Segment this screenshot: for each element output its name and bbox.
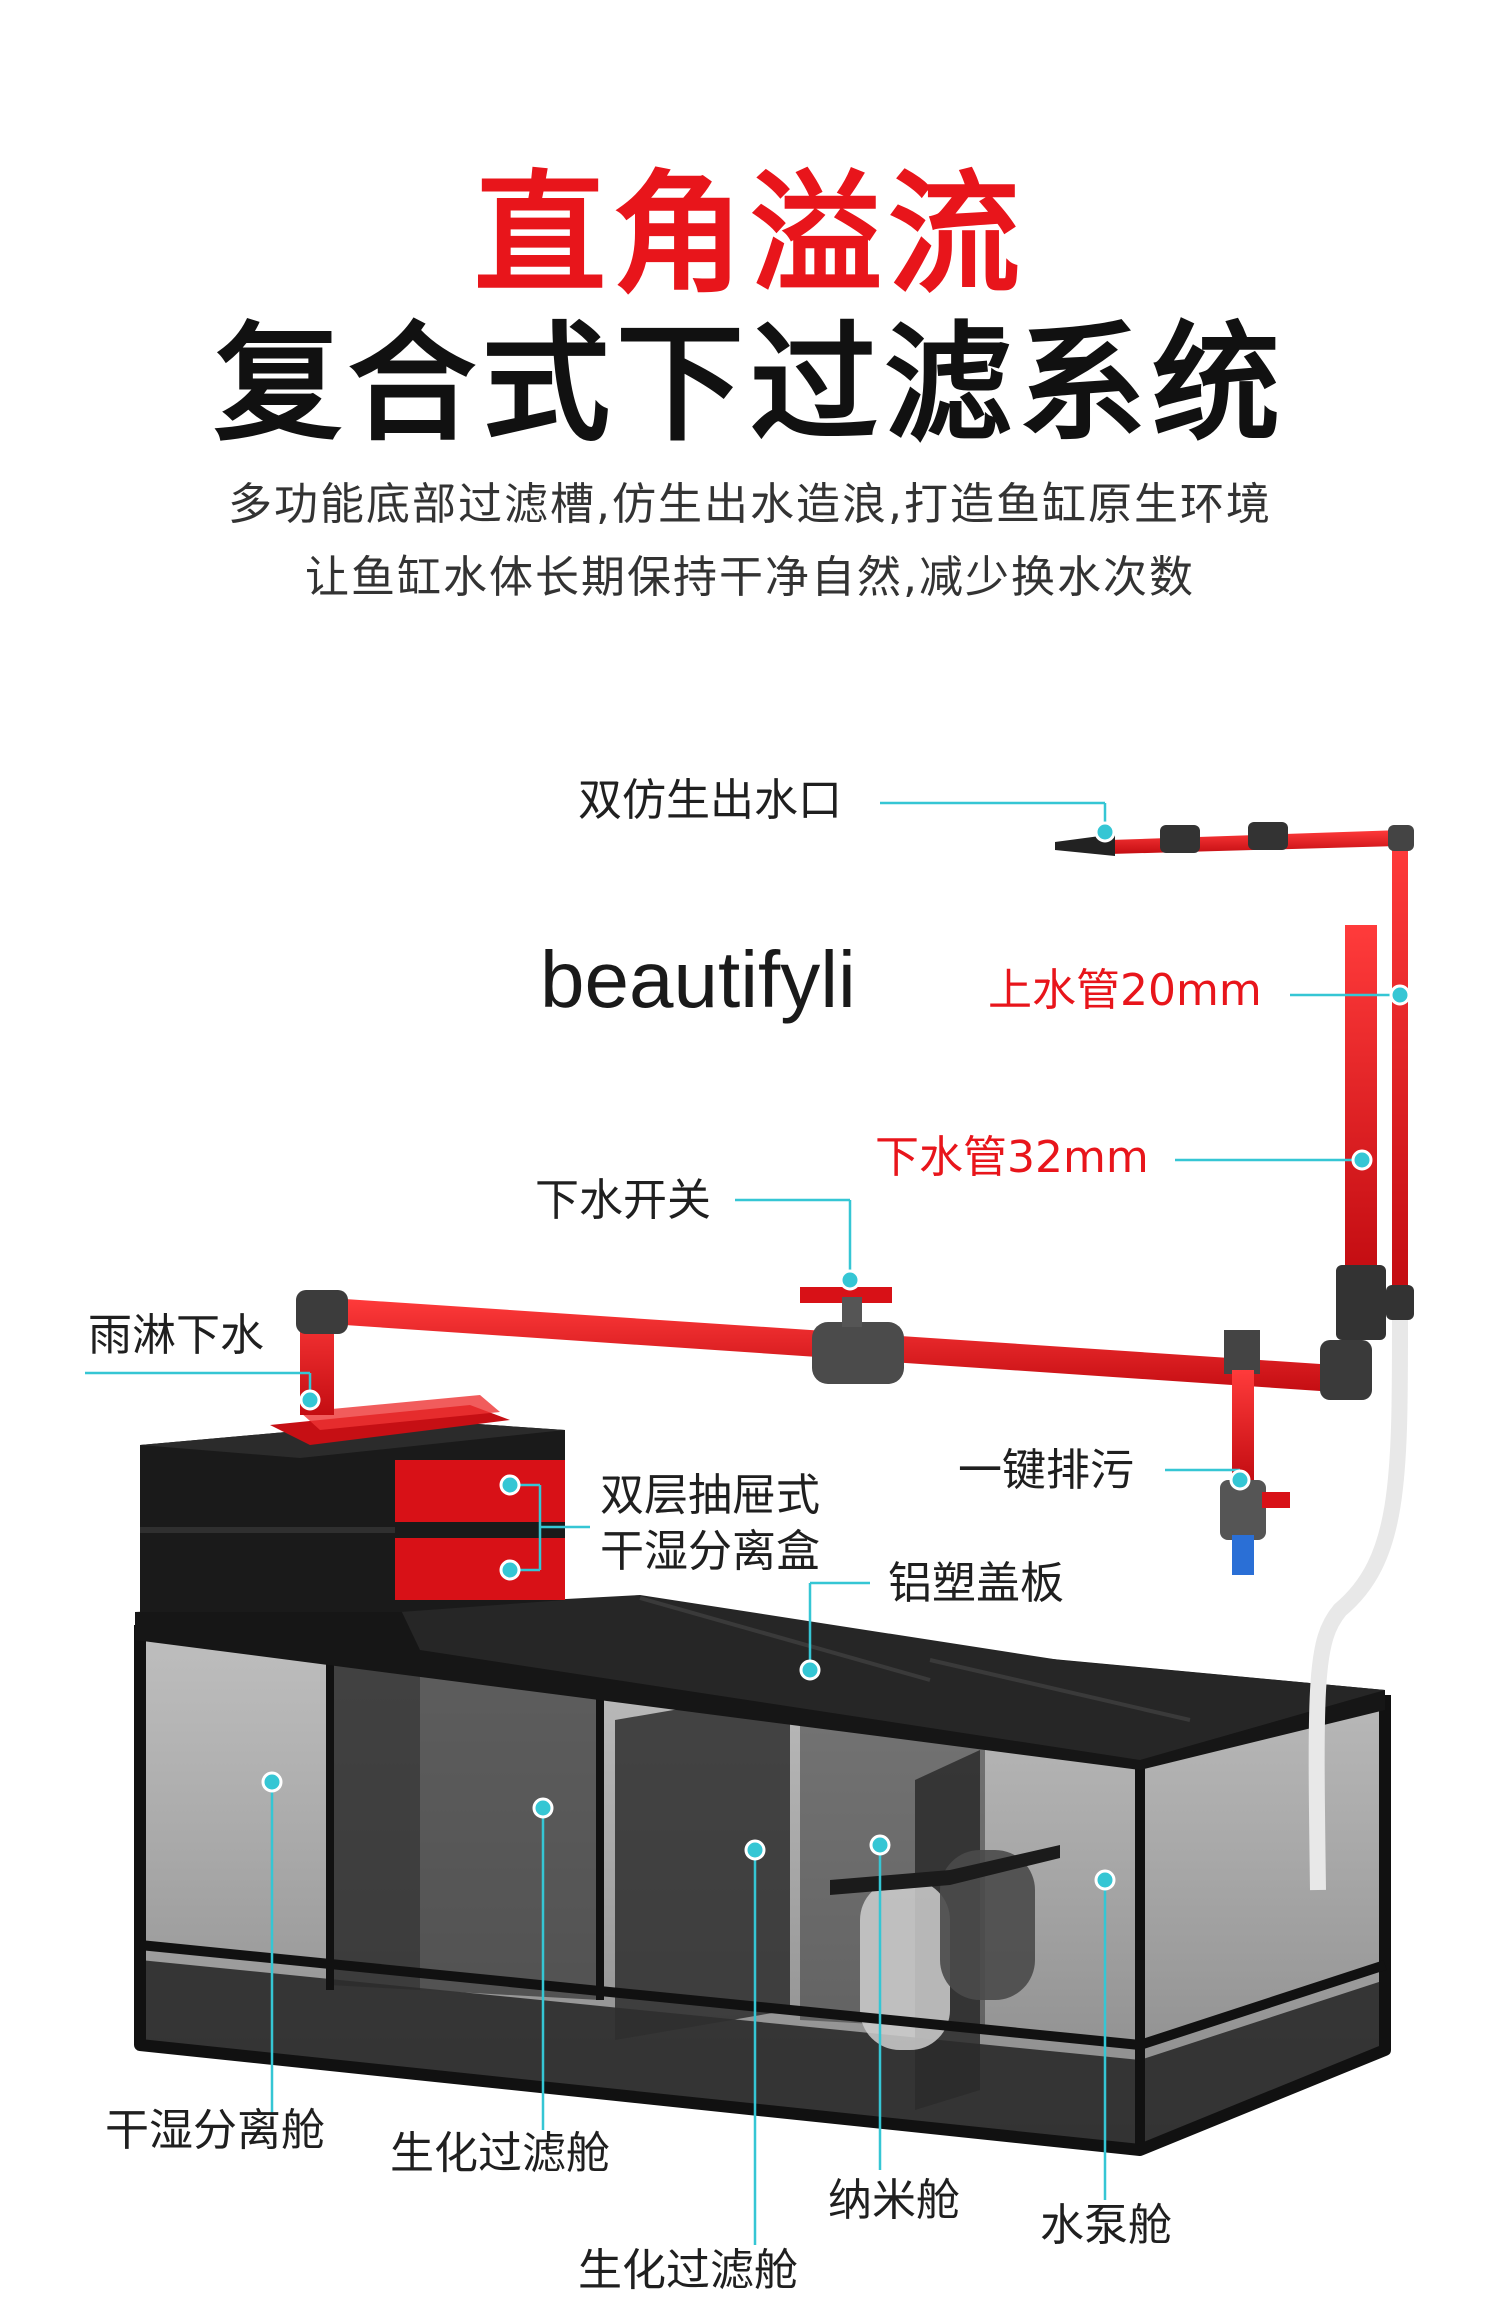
subtitle-line-1: 多功能底部过滤槽,仿生出水造浪,打造鱼缸原生环境	[228, 479, 1272, 530]
marker-dots	[261, 821, 1411, 1891]
label-one-key-drain: 一键排污	[958, 1445, 1134, 1496]
label-outlet: 双仿生出水口	[578, 775, 842, 826]
label-bio-chamber-2: 生化过滤舱	[578, 2245, 798, 2296]
watermark-text: beautifyli	[540, 935, 856, 1024]
label-drain-switch: 下水开关	[535, 1175, 711, 1226]
cover-board	[135, 1595, 1385, 1770]
label-nano-chamber: 纳米舱	[828, 2175, 960, 2226]
label-drawer-box: 双层抽屉式干湿分离盒	[600, 1470, 820, 1577]
title-red: 直角溢流	[474, 158, 1026, 312]
title-black: 复合式下过滤系统	[213, 310, 1286, 459]
label-cover-board: 铝塑盖板	[888, 1558, 1064, 1609]
label-dry-wet-chamber: 干湿分离舱	[105, 2105, 325, 2156]
subtitle-line-2: 让鱼缸水体长期保持干净自然,减少换水次数	[305, 552, 1195, 603]
label-inlet-pipe: 上水管20mm	[988, 965, 1262, 1016]
piping	[296, 822, 1414, 1891]
label-rain-shower: 雨淋下水	[88, 1310, 264, 1361]
leader-lines	[85, 801, 1400, 2245]
label-bio-chamber-1: 生化过滤舱	[390, 2128, 610, 2179]
label-drain-pipe: 下水管32mm	[875, 1132, 1149, 1183]
drawer-box	[140, 1395, 565, 1612]
label-pump-chamber: 水泵舱	[1040, 2200, 1172, 2251]
